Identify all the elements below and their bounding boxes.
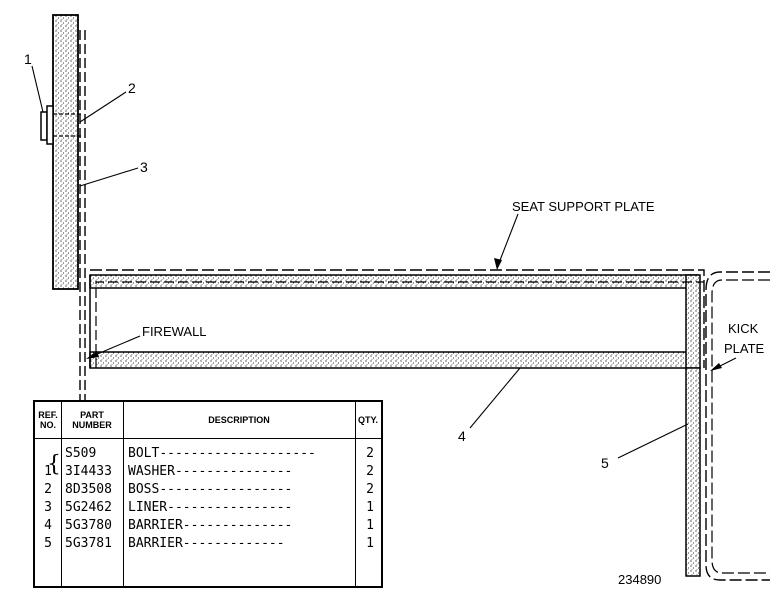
callout-1: 1 [24,51,32,67]
kick-plate-label-2: PLATE [724,341,765,356]
qty: 1 [366,500,374,515]
part-number: 5G3780 [65,518,112,533]
seat-support-plate-top [90,269,705,368]
header-ref-no: REF.NO. [38,410,58,430]
leader-seat-support [496,213,519,269]
description: BOLT-------------------- [128,446,316,461]
part-number: 5G2462 [65,500,112,515]
kick-plate-inner [711,279,770,574]
qty: 2 [366,464,374,479]
leader-4 [469,367,521,429]
arrow-firewall [86,351,99,359]
ref-no: 1 [44,464,52,479]
description: BOSS----------------- [128,482,293,497]
description: WASHER--------------- [128,464,293,479]
description: BARRIER-------------- [128,518,293,533]
arrow-kick-plate [710,363,722,371]
arrow-seat-support [494,258,502,270]
ref-no: 5 [44,536,52,551]
drawing-number: 234890 [618,572,661,587]
qty: 2 [366,482,374,497]
ref-no: 3 [44,500,52,515]
barrier-5 [685,367,701,577]
table-row: 2 8D3508 BOSS----------------- 2 [35,482,381,500]
liner-right-strip [685,274,701,369]
table-row: 1 3I4433 WASHER--------------- 2 [35,464,381,482]
part-number: 5G3781 [65,536,112,551]
kick-plate-outline [705,271,770,581]
part-number: S509 [65,446,97,461]
table-row: 3 5G2462 LINER---------------- 1 [35,500,381,518]
boss-block [52,14,79,290]
part-number: 8D3508 [65,482,112,497]
qty: 1 [366,536,374,551]
firewall-label: FIREWALL [142,324,207,339]
table-row: 5 5G3781 BARRIER------------- 1 [35,536,381,554]
callout-4: 4 [458,428,466,444]
qty: 1 [366,518,374,533]
part-number: 3I4433 [65,464,112,479]
header-qty: QTY. [357,415,378,425]
leader-3 [79,167,139,187]
qty: 2 [366,446,374,461]
leader-1 [31,65,44,113]
leader-5 [617,423,689,459]
table-row: 4 5G3780 BARRIER-------------- 1 [35,518,381,536]
leader-2 [79,91,127,123]
seat-support-plate-outline [95,281,704,368]
callout-5: 5 [601,455,609,471]
ref-no: 2 [44,482,52,497]
ref-brace: { [47,452,61,477]
description: BARRIER------------- [128,536,285,551]
ref-no: 4 [44,518,52,533]
callout-3: 3 [140,159,148,175]
bolt-head [40,111,48,141]
callout-2: 2 [128,80,136,96]
table-row: S509 BOLT-------------------- 2 [35,446,381,464]
liner-bottom-strip [89,351,699,369]
description: LINER---------------- [128,500,293,515]
seat-support-plate-label: SEAT SUPPORT PLATE [512,199,655,214]
washer [46,105,54,145]
kick-plate-label-1: KICK [728,321,759,336]
header-description: DESCRIPTION [208,415,270,425]
